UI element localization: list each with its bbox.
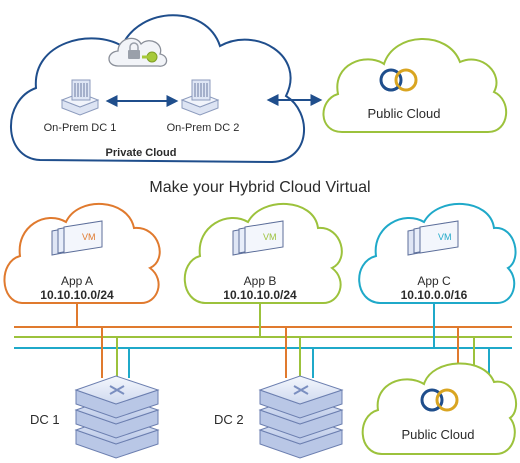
svg-text:VM: VM bbox=[263, 232, 277, 242]
server-rack-icon bbox=[258, 375, 344, 459]
app-b-name: App B bbox=[244, 274, 277, 288]
cloud-lock-icon bbox=[108, 37, 168, 67]
dc2-bottom-label: DC 2 bbox=[214, 412, 244, 427]
public-cloud-label: Public Cloud bbox=[368, 106, 441, 121]
dc2-label: On-Prem DC 2 bbox=[167, 122, 240, 134]
server-icon bbox=[180, 79, 220, 116]
vm-stack-icon: VM bbox=[51, 220, 103, 256]
rings-logo-icon bbox=[379, 68, 418, 92]
svg-text:VM: VM bbox=[82, 232, 96, 242]
app-c-subnet: 10.10.0.0/16 bbox=[401, 288, 468, 302]
app-c-name: App C bbox=[417, 274, 451, 288]
app-a-cloud bbox=[3, 202, 161, 305]
dc1-bottom-label: DC 1 bbox=[30, 412, 60, 427]
app-a-name: App A bbox=[61, 274, 93, 288]
app-b-subnet: 10.10.10.0/24 bbox=[223, 288, 297, 302]
private-cloud-title: Private Cloud bbox=[106, 147, 177, 159]
vm-stack-icon: VM bbox=[232, 220, 284, 256]
server-icon bbox=[60, 79, 100, 116]
page-title: Make your Hybrid Cloud Virtual bbox=[149, 179, 370, 196]
app-a-subnet: 10.10.10.0/24 bbox=[40, 288, 114, 302]
dc1-label: On-Prem DC 1 bbox=[44, 122, 117, 134]
vm-stack-icon: VM bbox=[407, 220, 459, 256]
svg-text:VM: VM bbox=[438, 232, 452, 242]
app-b-cloud bbox=[183, 202, 343, 305]
app-c-cloud bbox=[358, 202, 517, 305]
bottom-public-cloud-label: Public Cloud bbox=[402, 427, 475, 442]
server-rack-icon bbox=[74, 375, 160, 459]
rings-logo-icon bbox=[420, 388, 459, 412]
private-cloud-outline bbox=[10, 14, 306, 164]
